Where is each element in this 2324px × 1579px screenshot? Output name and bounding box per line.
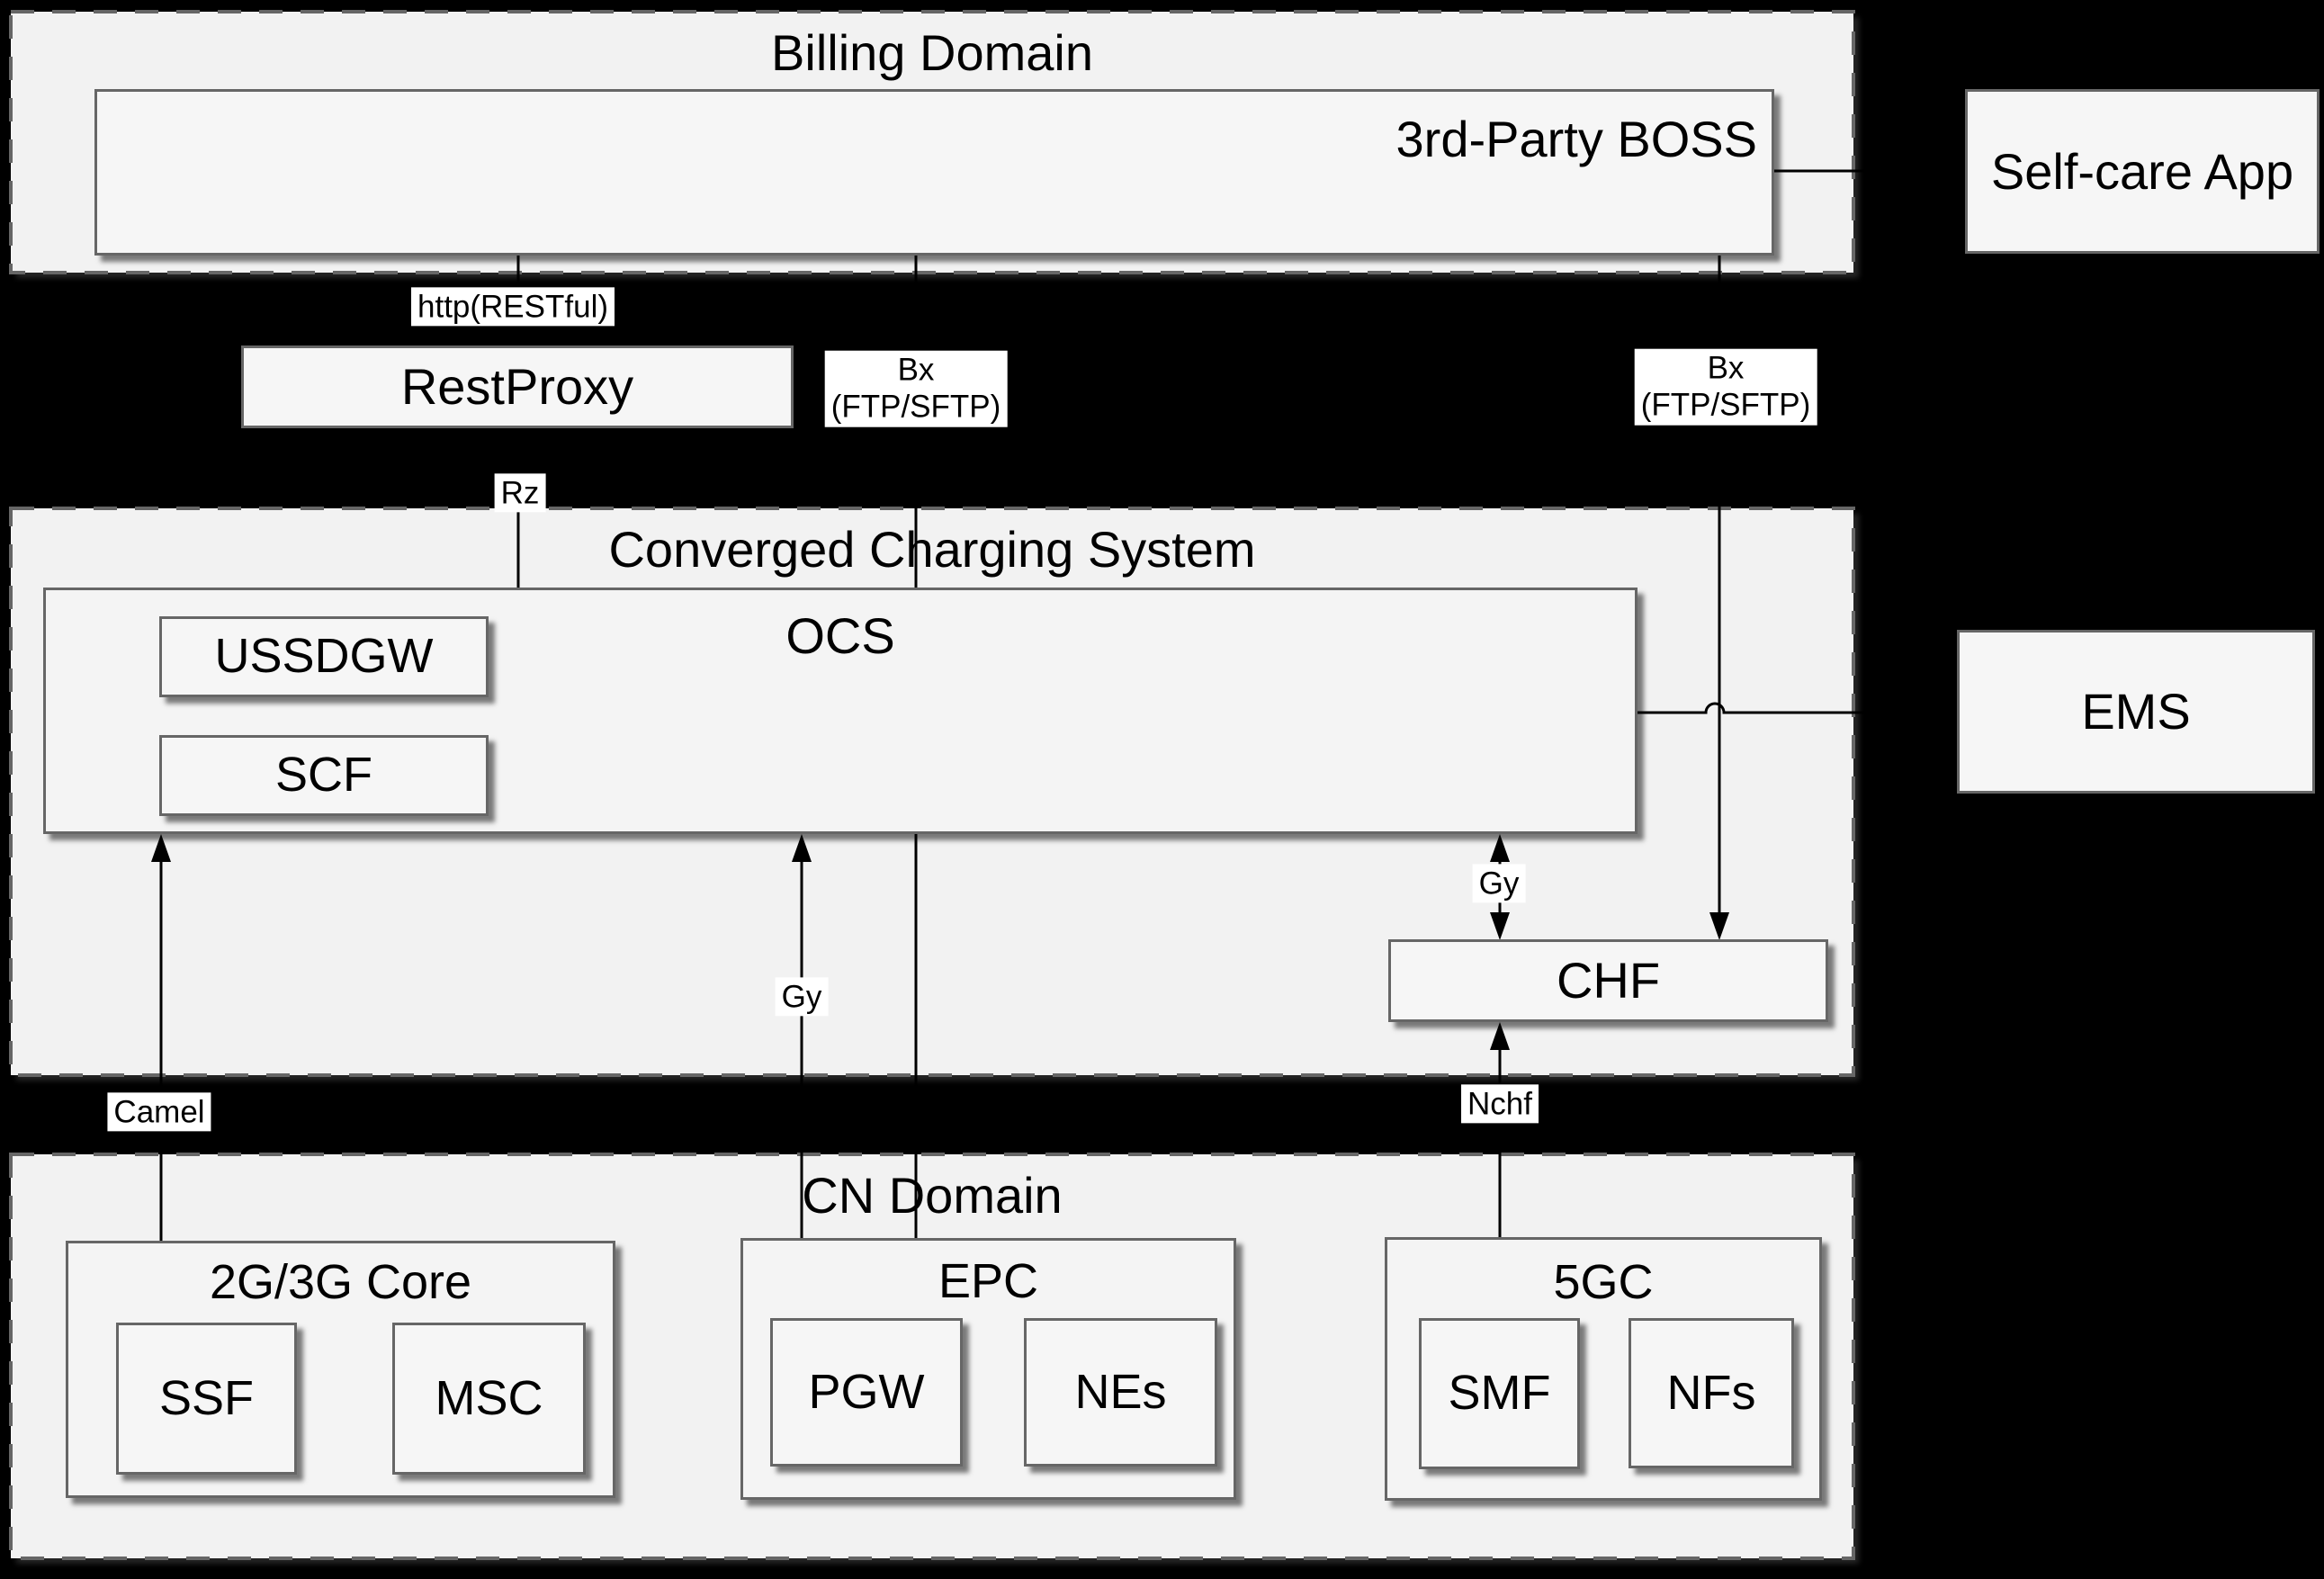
scf-label: SCF	[275, 748, 372, 803]
chf-box: CHF	[1388, 939, 1828, 1022]
third-party-boss-label: 3rd-Party BOSS	[1395, 111, 1757, 167]
ssf-label: SSF	[158, 1370, 255, 1425]
rz-link-label: Rz	[494, 473, 546, 513]
ussdgw-label: USSDGW	[214, 629, 434, 684]
fivegc-title: 5GC	[1553, 1255, 1654, 1309]
bx-right-line1: Bx	[1707, 350, 1745, 386]
bx-right-line2: (FTP/SFTP)	[1640, 388, 1811, 423]
ems-label: EMS	[2081, 683, 2191, 740]
third-party-boss-box: 3rd-Party BOSS	[94, 89, 1774, 256]
chf-label: CHF	[1556, 952, 1661, 1009]
ussdgw-box: USSDGW	[159, 616, 489, 697]
gy-chf-arrowhead-down	[1490, 912, 1510, 940]
selfcare-app-label: Self-care App	[1990, 142, 2294, 200]
http-restful-link-label: http(RESTful)	[411, 287, 615, 327]
bx-left-line2: (FTP/SFTP)	[830, 390, 1001, 425]
ssf-box: SSF	[116, 1323, 297, 1475]
bx-ftp-sftp-right-link-label: Bx (FTP/SFTP)	[1634, 348, 1817, 426]
bx-right-arrowhead-chf	[1709, 912, 1729, 940]
epc-title: EPC	[938, 1254, 1039, 1308]
gy-chf-arrowhead-up	[1490, 834, 1510, 862]
ems-box: EMS	[1957, 630, 2315, 794]
gy-pgw-arrowhead-up	[792, 834, 812, 862]
nfs-box: NFs	[1629, 1318, 1794, 1468]
camel-link-label: Camel	[107, 1092, 211, 1132]
restproxy-box: RestProxy	[241, 345, 794, 428]
gy-chf-link-label: Gy	[1472, 864, 1526, 903]
ocs-label: OCS	[785, 607, 895, 664]
cn-domain-dashed-border	[9, 1153, 1855, 1560]
pgw-label: PGW	[808, 1364, 925, 1419]
gy-pgw-link-label: Gy	[775, 977, 829, 1017]
smf-box: SMF	[1419, 1318, 1580, 1469]
restproxy-label: RestProxy	[400, 358, 634, 416]
bx-ftp-sftp-left-link-label: Bx (FTP/SFTP)	[824, 350, 1008, 427]
core-2g3g-title: 2G/3G Core	[209, 1255, 472, 1309]
smf-label: SMF	[1448, 1366, 1551, 1421]
ccs-domain-dashed-border	[9, 507, 1855, 1077]
bx-left-line1: Bx	[897, 352, 935, 388]
ccs-title: Converged Charging System	[608, 521, 1256, 578]
selfcare-app-box: Self-care App	[1965, 89, 2320, 254]
msc-box: MSC	[392, 1323, 586, 1475]
scf-box: SCF	[159, 735, 489, 816]
pgw-box: PGW	[770, 1318, 963, 1467]
msc-label: MSC	[435, 1370, 543, 1425]
nfs-label: NFs	[1666, 1365, 1756, 1420]
billing-domain-dashed-border	[9, 10, 1855, 274]
nchf-arrowhead-up	[1490, 1022, 1510, 1050]
ocs-ems-connector	[1638, 702, 1957, 714]
billing-domain-title: Billing Domain	[771, 24, 1093, 81]
nes-label: NEs	[1074, 1364, 1167, 1419]
nes-box: NEs	[1024, 1318, 1217, 1467]
cn-domain-title: CN Domain	[802, 1167, 1063, 1224]
nchf-link-label: Nchf	[1461, 1084, 1539, 1124]
camel-arrowhead-up	[151, 834, 171, 862]
